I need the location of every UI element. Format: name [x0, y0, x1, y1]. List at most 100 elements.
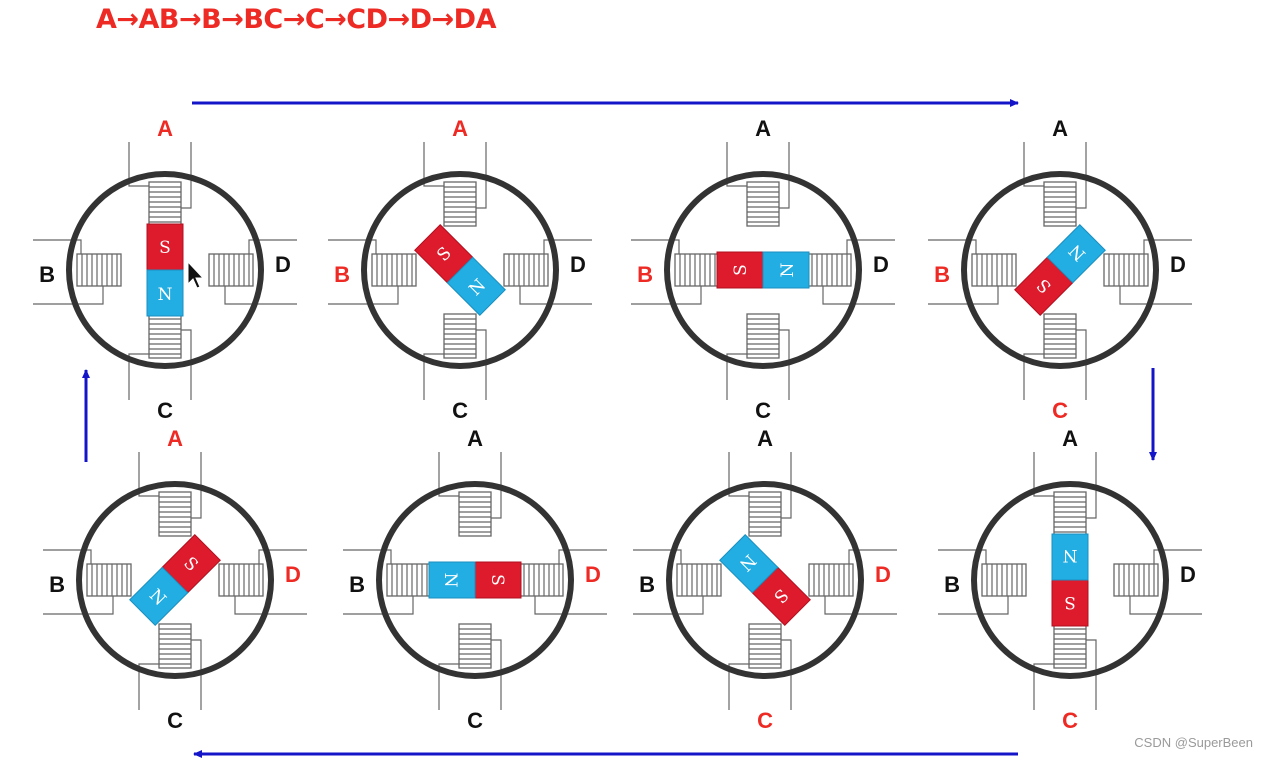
- phase-label-d: D: [875, 562, 891, 587]
- phase-label-c: C: [157, 398, 173, 423]
- coil-d: [518, 549, 607, 615]
- phase-label-c: C: [167, 708, 183, 733]
- north-pole-label: N: [778, 262, 798, 277]
- rotor-magnet: SN: [719, 534, 811, 626]
- coil-d: [806, 239, 895, 305]
- stator-ring: [664, 171, 862, 369]
- phase-label-d: D: [585, 562, 601, 587]
- stator-ring: [66, 171, 264, 369]
- magnet-north-pole: [428, 561, 476, 599]
- coil-a: [128, 142, 192, 227]
- phase-label-c: C: [1052, 398, 1068, 423]
- coil-c: [423, 313, 487, 400]
- phase-label-d: D: [570, 252, 586, 277]
- coil-b: [43, 549, 132, 615]
- coil-a: [726, 142, 790, 227]
- phase-label-d: D: [285, 562, 301, 587]
- coil-b: [928, 239, 1017, 305]
- phase-label-d: D: [1170, 252, 1186, 277]
- coil-b: [343, 549, 432, 615]
- phase-label-a: A: [157, 116, 173, 141]
- watermark: CSDN @SuperBeen: [1134, 735, 1253, 750]
- phase-label-a: A: [467, 426, 483, 451]
- magnet-north-pole: [146, 269, 184, 317]
- magnet-south-pole: [1051, 579, 1089, 627]
- motor-stage-da: SN A B C D: [43, 426, 307, 733]
- coil-c: [438, 623, 502, 710]
- coil-c: [1023, 313, 1087, 400]
- phase-label-a: A: [1052, 116, 1068, 141]
- stator-ring: [961, 171, 1159, 369]
- phase-label-b: B: [934, 262, 950, 287]
- phase-label-c: C: [755, 398, 771, 423]
- north-pole-label: N: [158, 285, 173, 305]
- coil-d: [208, 239, 297, 305]
- south-pole-label: S: [1064, 592, 1076, 612]
- phase-sequence-title: A→AB→B→BC→C→CD→D→DA: [96, 4, 496, 35]
- phase-label-a: A: [167, 426, 183, 451]
- rotor-magnet: SN: [1051, 533, 1089, 627]
- rotor-magnet: SN: [428, 561, 522, 599]
- coil-b: [633, 549, 722, 615]
- phase-label-a: A: [452, 116, 468, 141]
- stator-ring: [361, 171, 559, 369]
- mouse-cursor-icon: [187, 260, 205, 289]
- phase-label-c: C: [467, 708, 483, 733]
- phase-label-c: C: [757, 708, 773, 733]
- magnet-north-pole: [1051, 533, 1089, 581]
- coil-c: [728, 623, 792, 710]
- phase-label-c: C: [1062, 708, 1078, 733]
- magnet-north-pole: [1046, 224, 1106, 284]
- coil-c: [138, 623, 202, 710]
- phase-label-b: B: [334, 262, 350, 287]
- coil-d: [1113, 549, 1202, 615]
- phase-label-a: A: [755, 116, 771, 141]
- phase-label-a: A: [757, 426, 773, 451]
- magnet-south-pole: [146, 223, 184, 271]
- coil-c: [1033, 623, 1097, 710]
- coil-b: [631, 239, 720, 305]
- coil-a: [1023, 142, 1087, 227]
- coil-d: [503, 239, 592, 305]
- stator-ring: [971, 481, 1169, 679]
- coil-a: [728, 452, 792, 537]
- north-pole-label: N: [440, 573, 460, 588]
- phase-label-d: D: [1180, 562, 1196, 587]
- coil-b: [328, 239, 417, 305]
- phase-label-a: A: [1062, 426, 1078, 451]
- phase-label-b: B: [39, 262, 55, 287]
- rotor-magnet: SN: [414, 224, 506, 316]
- phase-label-b: B: [637, 262, 653, 287]
- south-pole-label: S: [159, 238, 171, 258]
- north-pole-label: N: [1062, 545, 1077, 565]
- stator-ring: [76, 481, 274, 679]
- coil-c: [726, 313, 790, 400]
- rotor-magnet: SN: [146, 223, 184, 317]
- coil-a: [438, 452, 502, 537]
- rotor-magnet: SN: [129, 534, 221, 626]
- coil-a: [423, 142, 487, 227]
- phase-label-d: D: [275, 252, 291, 277]
- coil-c: [128, 313, 192, 400]
- magnet-north-pole: [719, 534, 779, 594]
- coil-a: [1033, 452, 1097, 537]
- stator-ring: [376, 481, 574, 679]
- coil-d: [808, 549, 897, 615]
- phase-label-b: B: [49, 572, 65, 597]
- magnet-north-pole: [129, 566, 189, 626]
- coil-b: [938, 549, 1027, 615]
- coil-d: [1103, 239, 1192, 305]
- phase-label-b: B: [944, 572, 960, 597]
- south-pole-label: S: [487, 574, 507, 586]
- south-pole-label: S: [731, 264, 751, 276]
- coil-a: [138, 452, 202, 537]
